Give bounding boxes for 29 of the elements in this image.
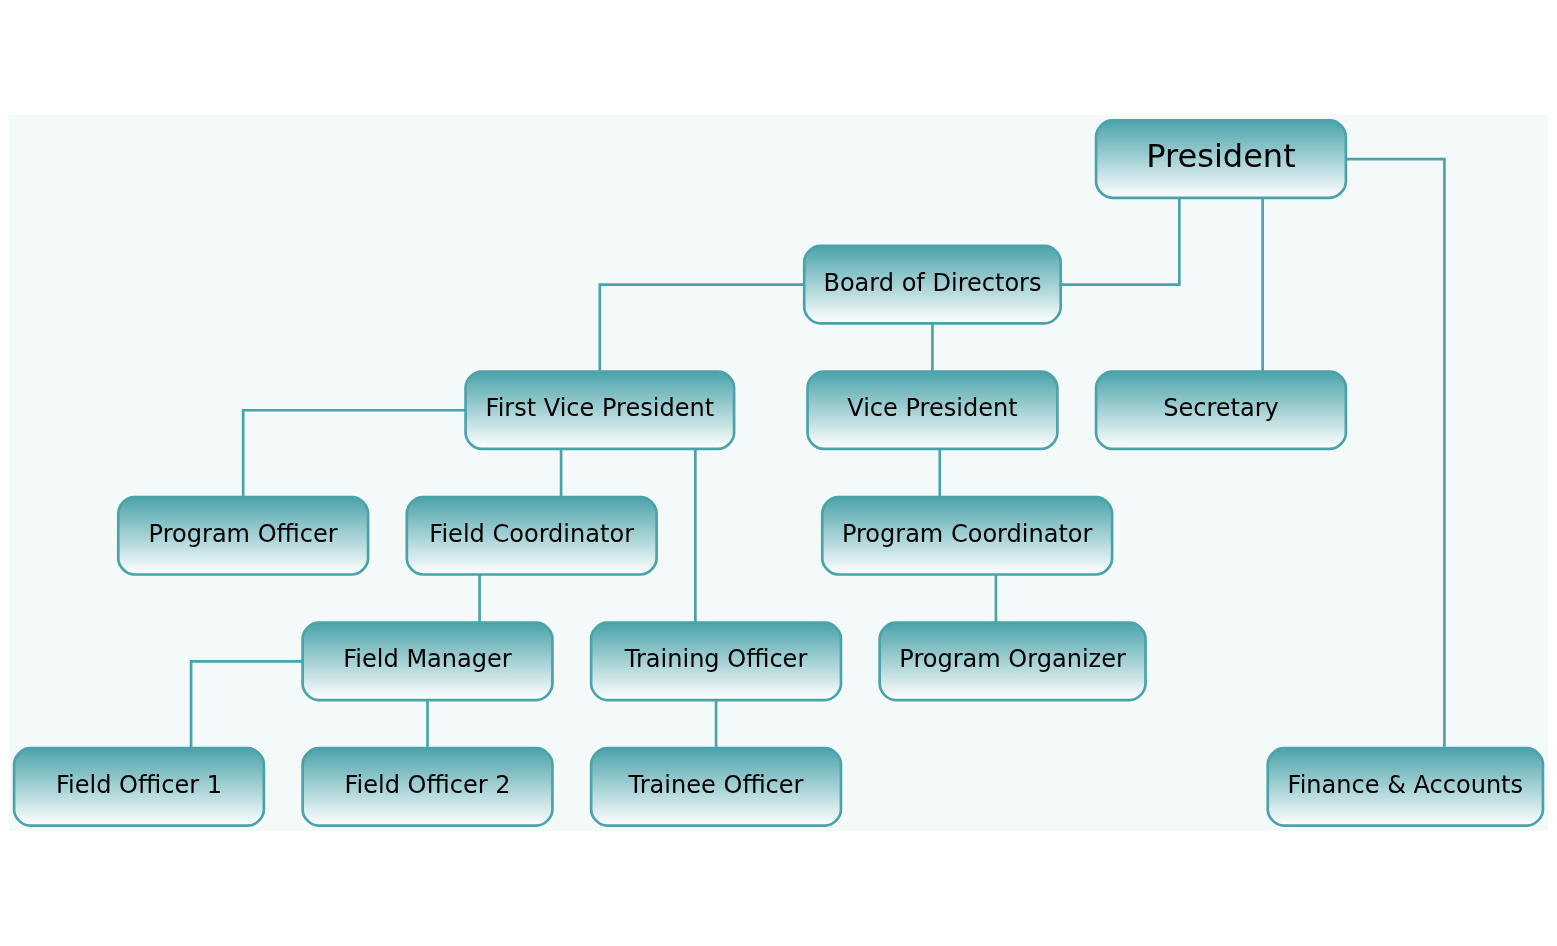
connector: [938, 449, 942, 497]
node-box: Field Coordinator: [405, 495, 658, 576]
node-box: Program Officer: [116, 495, 370, 576]
connector: [1060, 198, 1181, 286]
connector: [478, 574, 481, 623]
node-box: Board of Directors: [802, 244, 1063, 325]
connector: [994, 574, 998, 623]
connector: [1346, 157, 1446, 749]
node-box: Program Coordinator: [820, 495, 1114, 576]
connector: [931, 323, 934, 372]
connector: [189, 660, 303, 748]
node-box: Field Manager: [301, 621, 554, 702]
connector: [598, 283, 804, 372]
node-box: Training Officer: [589, 621, 843, 702]
connector: [714, 700, 718, 748]
connector: [1261, 198, 1264, 372]
node-box: Finance & Accounts: [1266, 746, 1545, 827]
node-box: Secretary: [1094, 370, 1348, 451]
connector: [241, 408, 466, 497]
connector: [694, 449, 697, 623]
connector: [426, 700, 429, 748]
node-box: Field Officer 2: [301, 746, 554, 827]
node-box: Vice President: [806, 370, 1059, 451]
node-box: Trainee Officer: [589, 746, 843, 827]
node-box: President: [1094, 119, 1348, 200]
node-box: Program Organizer: [878, 621, 1147, 702]
connector: [559, 449, 563, 497]
node-box: Field Officer 1: [12, 746, 266, 827]
node-box: First Vice President: [464, 370, 736, 451]
